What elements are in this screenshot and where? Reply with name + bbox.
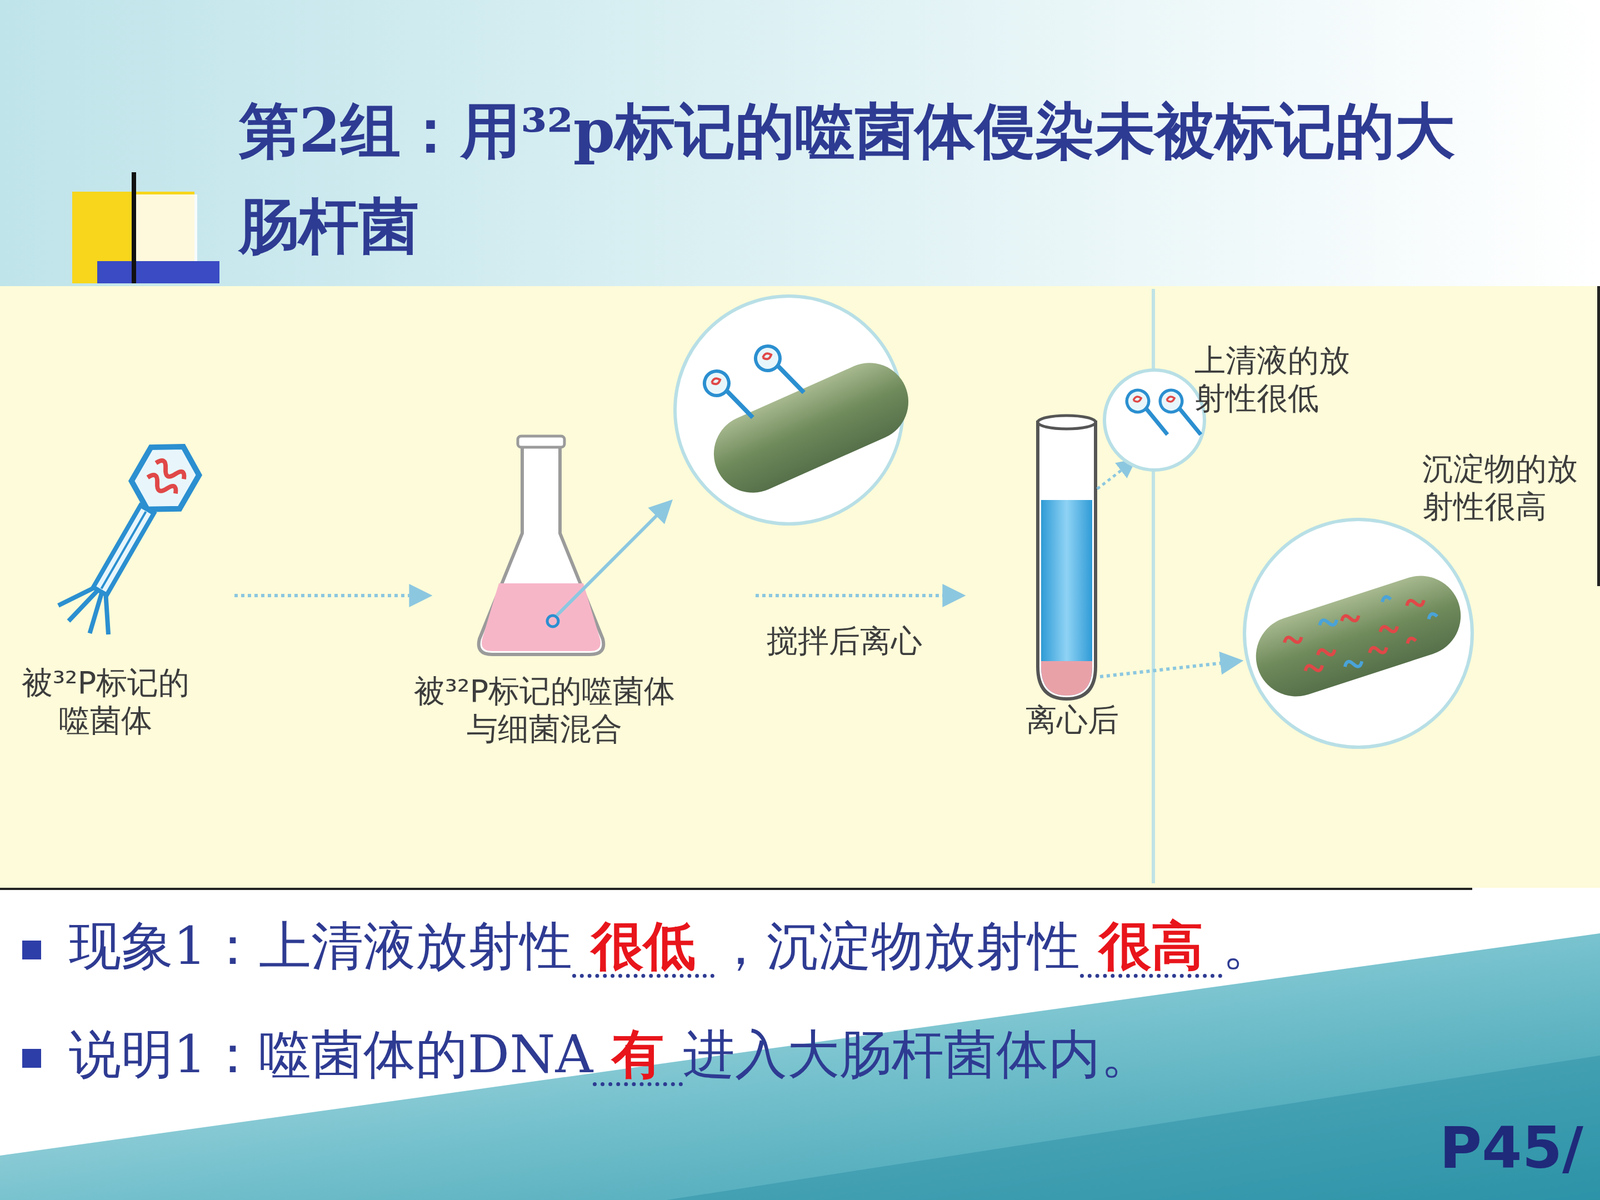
bullet-line: 说明1：噬菌体的DNA有进入大肠杆菌体内。 [22,1019,1153,1090]
step-label: 离心后 [1011,701,1134,739]
bullet-square [22,1048,42,1068]
bullet-text: 进入大肠杆菌体内。 [682,1019,1153,1090]
bullet-text: 现象1：上清液放射性 [68,911,573,982]
slide-title: 第2组：用³²p标记的噬菌体侵染未被标记的大肠杆菌 [238,83,1495,273]
bullet-line: 现象1：上清液放射性很低，沉淀物放射性很高。 [22,911,1275,982]
answer-blank: 有 [592,1027,683,1087]
answer-blank: 很低 [572,918,715,978]
bullet-text: 。 [1222,911,1275,982]
step-label: 被³²P标记的噬菌体与细菌混合 [405,672,684,749]
step-label: 沉淀物的放射性很高 [1422,450,1589,527]
bullet-text: 说明1：噬菌体的DNA [68,1019,593,1090]
bullet-text: ，沉淀物放射性 [714,911,1080,982]
step-label: 搅拌后离心 [750,622,939,660]
step-label: 上清液的放射性很低 [1194,341,1367,418]
page-number: P45/ [1439,1113,1584,1182]
step-label: 被³²P标记的噬菌体 [16,663,195,740]
bullet-square [22,940,42,960]
answer-blank: 很高 [1080,918,1223,978]
